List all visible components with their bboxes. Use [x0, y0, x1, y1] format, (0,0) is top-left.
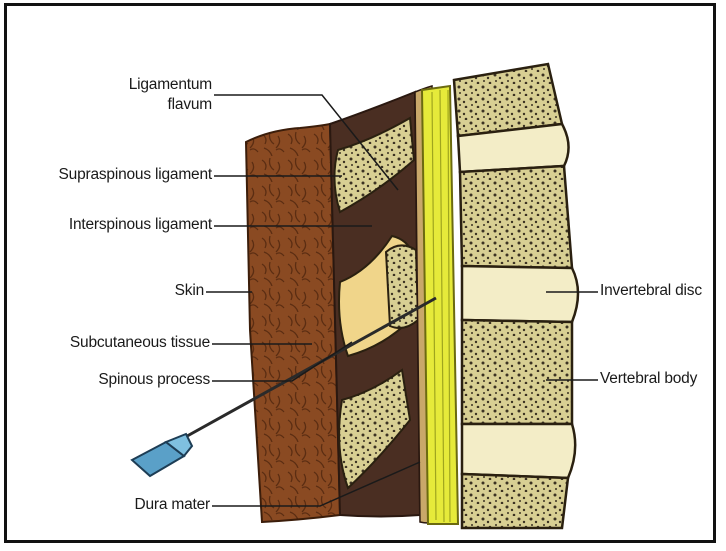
- label-subcutaneous-tissue: Subcutaneous tissue: [14, 334, 210, 352]
- label-ligamentum-flavum-line2: flavum: [100, 96, 212, 114]
- vertebral-column: [454, 64, 578, 528]
- label-skin: Skin: [14, 282, 204, 300]
- skin-layer: [246, 124, 340, 522]
- label-vertebral-body: Vertebral body: [600, 370, 697, 388]
- label-intervertebral-disc: Invertebral disc: [600, 282, 702, 300]
- label-dura-mater: Dura mater: [14, 496, 210, 514]
- label-spinous-process: Spinous process: [14, 371, 210, 389]
- label-ligamentum-flavum-line1: Ligamentum: [100, 76, 212, 94]
- label-supraspinous-ligament: Supraspinous ligament: [14, 166, 212, 184]
- label-interspinous-ligament: Interspinous ligament: [14, 216, 212, 234]
